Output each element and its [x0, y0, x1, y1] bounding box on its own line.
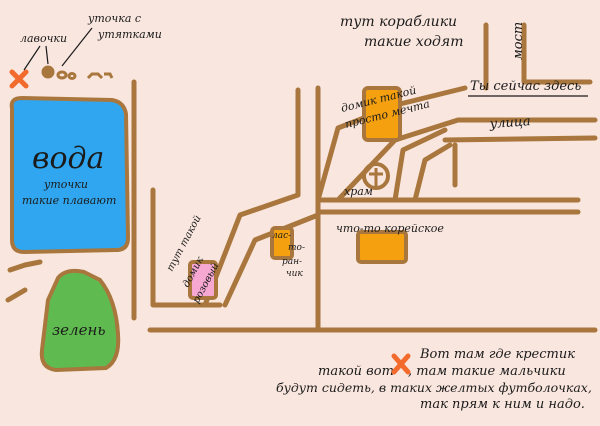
- street-label: улица: [488, 114, 531, 132]
- note-line-1: Вот там где крестик: [419, 347, 575, 362]
- duck-label-2: утятками: [97, 28, 162, 41]
- kiosk-label-2: то-: [288, 243, 305, 253]
- kiosk-label-4: чик: [286, 269, 303, 279]
- road-bridge-right: [521, 22, 593, 85]
- note-line-2a: такой вот: [318, 364, 394, 379]
- temple-cross-icon: [369, 168, 383, 186]
- water-label: вода: [32, 141, 104, 176]
- dream-house: [362, 86, 402, 142]
- road-left-branch: [150, 187, 223, 308]
- ducks-label-1: уточки: [43, 178, 88, 191]
- road-inner-loop-b: [222, 85, 321, 308]
- greens-area: [39, 268, 121, 373]
- kiosk-label-1: лас-: [272, 231, 291, 241]
- duck-pointer: [61, 27, 93, 67]
- ducks-label-2: такие плавают: [22, 194, 116, 207]
- duck-family-icon: [41, 65, 114, 80]
- you-are-here-label: Ты сейчас здесь: [470, 79, 581, 94]
- benches-pointer: [23, 45, 49, 71]
- kiosk-label-3: ран-: [282, 257, 302, 267]
- bridge-label: мост: [511, 22, 526, 60]
- boats-label-2: такие ходят: [364, 34, 463, 50]
- road-inner-loop: [202, 87, 301, 308]
- boats-label-1: тут кораблики: [340, 14, 457, 30]
- pink-house: [188, 260, 218, 300]
- korean-place: [356, 230, 408, 264]
- greens-label: зелень: [52, 321, 106, 339]
- road-lower-left: [7, 259, 43, 273]
- benches-label: лавочки: [20, 32, 67, 45]
- road-lower-left-b: [5, 287, 28, 303]
- temple-icon: [362, 162, 390, 190]
- meeting-cross-icon: [391, 353, 411, 375]
- benches-cross-icon: [9, 69, 29, 89]
- korean-label: что-то корейское: [336, 222, 444, 235]
- duck-label-1: уточка с: [87, 12, 141, 25]
- note-line-2b: , там такие мальчики: [408, 364, 566, 379]
- road-street-upper: [442, 135, 598, 143]
- water-pond: [9, 95, 131, 255]
- road-curve-right: [392, 127, 448, 203]
- note-line-3: будут сидеть, в таких желтых футболочках…: [276, 380, 592, 395]
- temple-label: храм: [344, 185, 373, 198]
- kiosk-place: [270, 226, 294, 260]
- road-curve-right-b: [412, 142, 453, 203]
- note-line-4: так прям к ним и надо.: [420, 397, 585, 412]
